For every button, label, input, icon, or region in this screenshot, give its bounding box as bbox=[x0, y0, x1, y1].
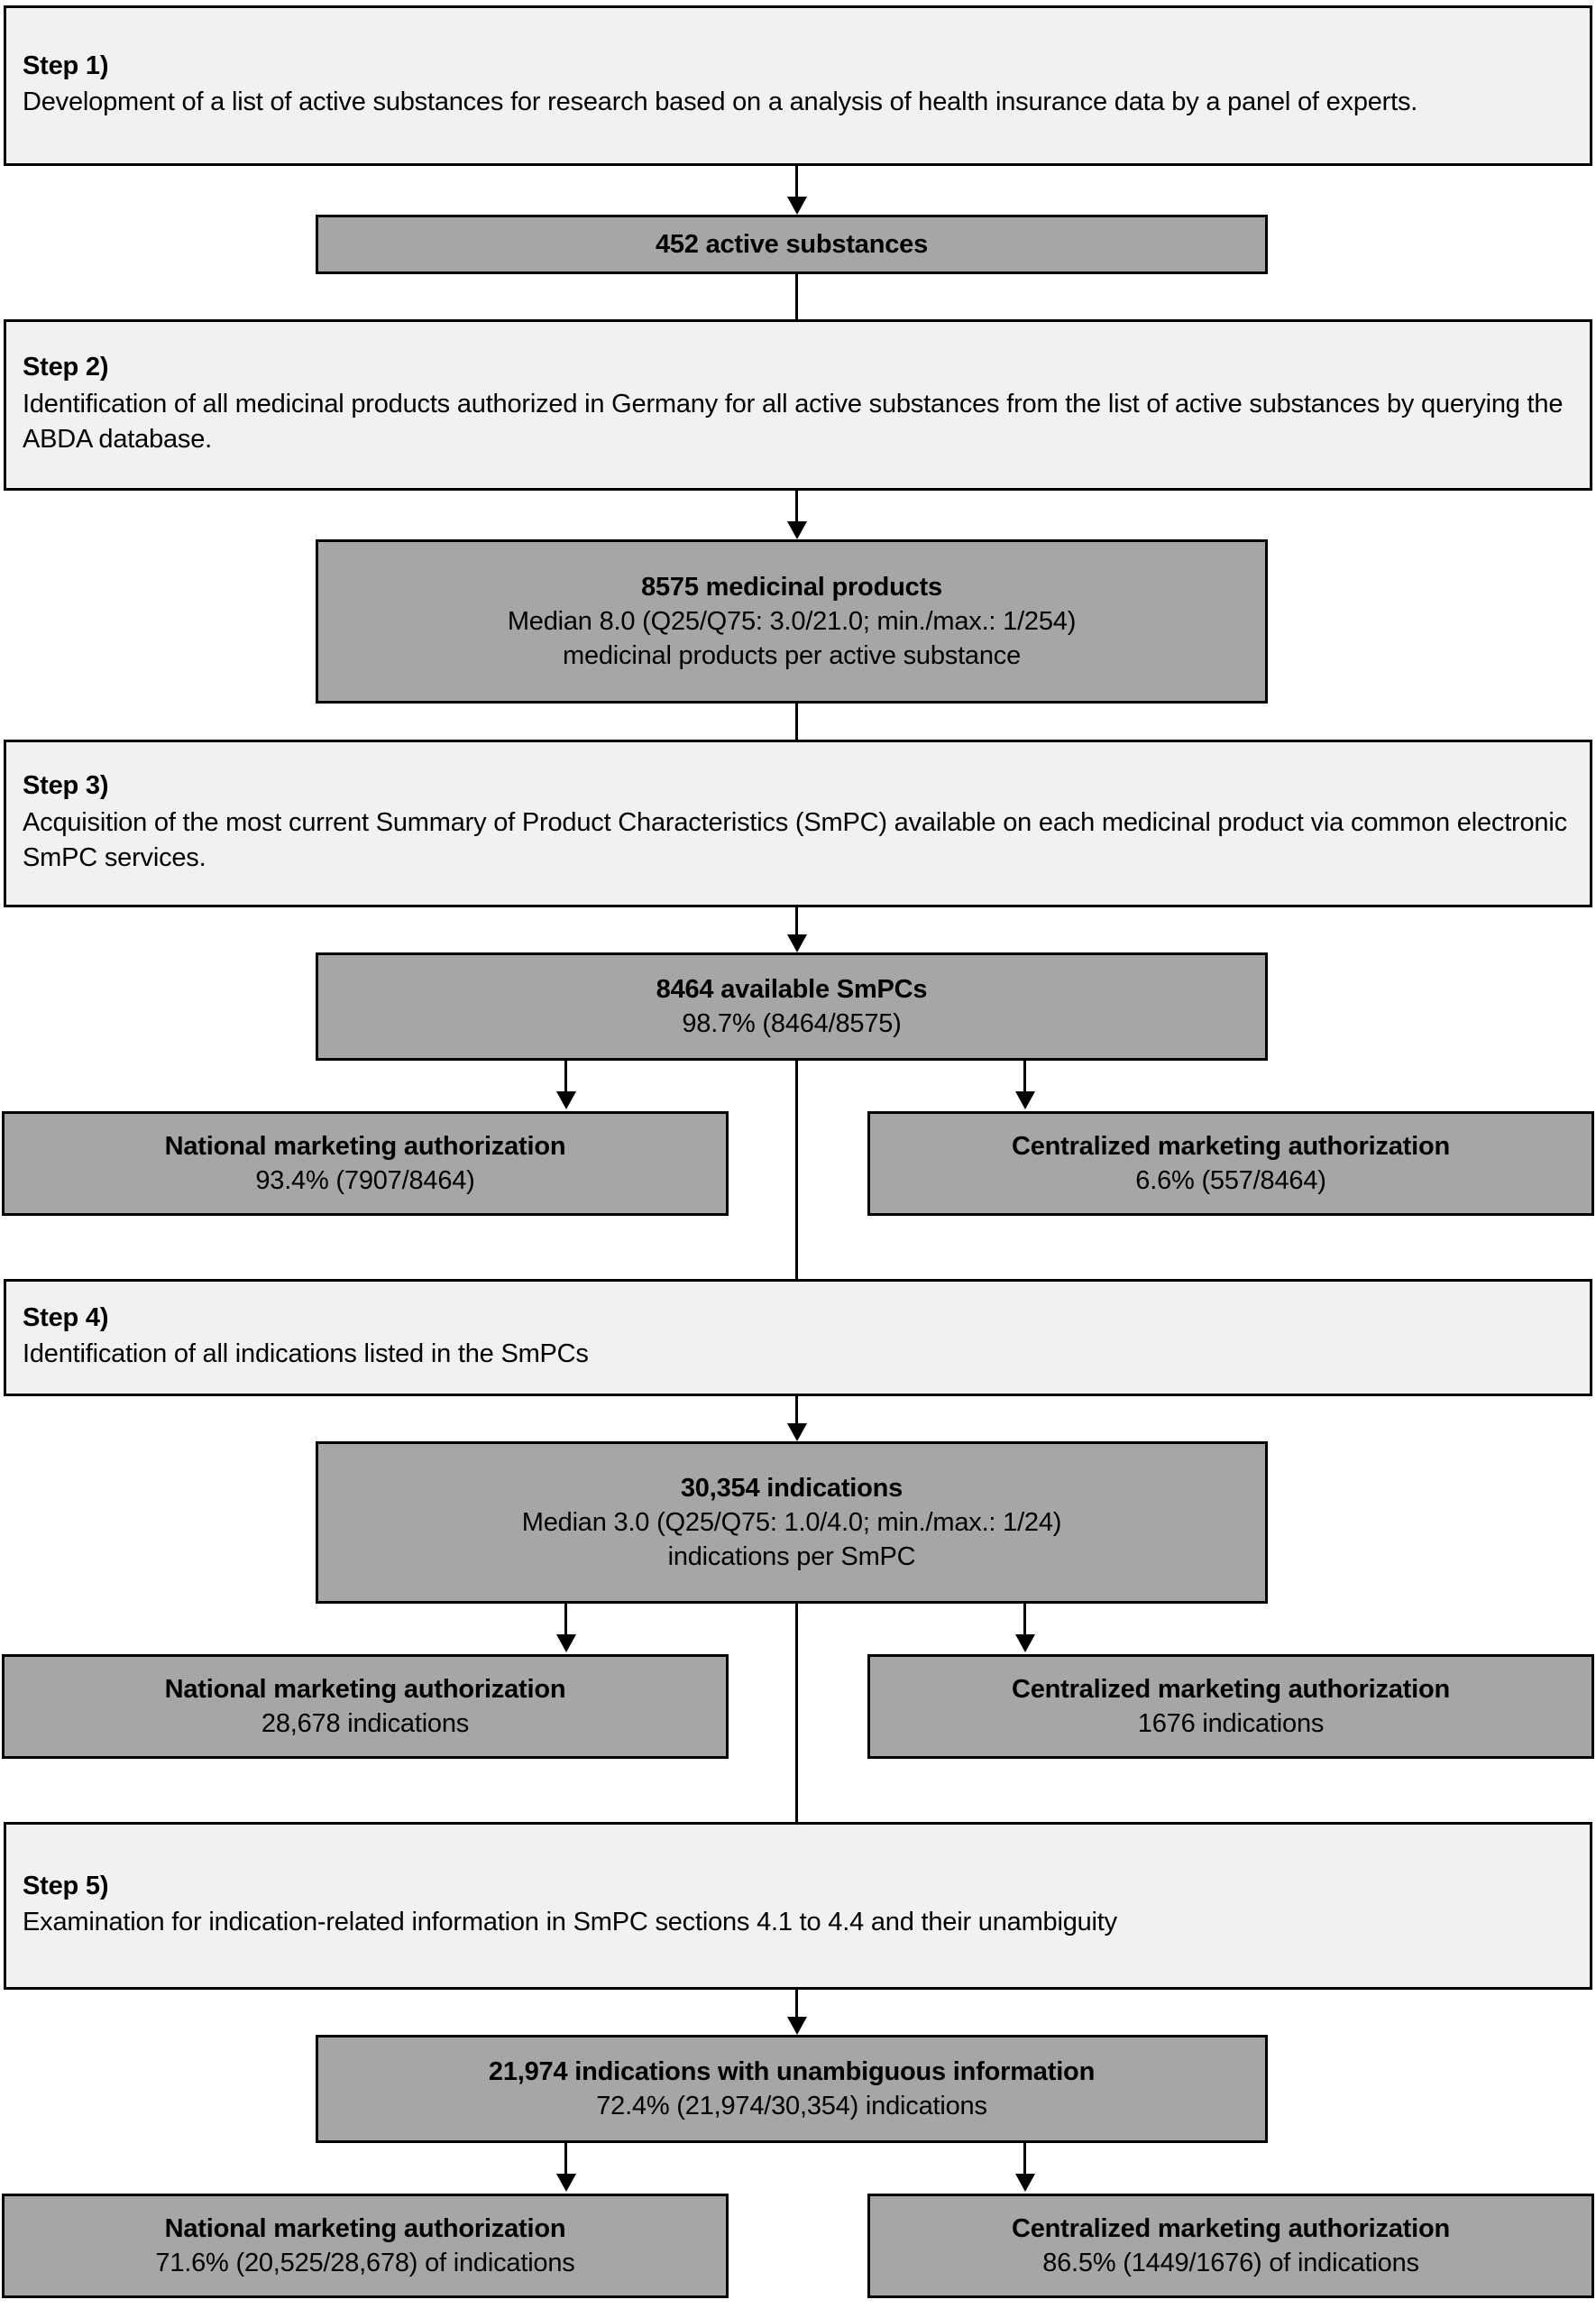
step-4-box: Step 4) Identification of all indication… bbox=[4, 1279, 1592, 1396]
result-medicinal-products-line-2: medicinal products per active substance bbox=[562, 641, 1022, 671]
result-medicinal-products-title: 8575 medicinal products bbox=[641, 572, 942, 602]
arrowhead-smpc-national bbox=[556, 1091, 576, 1109]
result-indications-line-1: Median 3.0 (Q25/Q75: 1.0/4.0; min./max.:… bbox=[521, 1507, 1062, 1537]
step-4-text: Identification of all indications listed… bbox=[23, 1339, 589, 1369]
connector-active-substances-to-step2 bbox=[795, 274, 798, 321]
connector-step5-to-unambiguous bbox=[795, 1990, 798, 2031]
result-ind-national-line-1: 28,678 indications bbox=[261, 1709, 470, 1738]
result-unamb-national-title: National marketing authorization bbox=[164, 2213, 566, 2243]
connector-indications-to-national bbox=[564, 1604, 567, 1642]
step-2-text: Identification of all medicinal products… bbox=[23, 389, 1564, 454]
connector-indications-to-centralized bbox=[1023, 1604, 1026, 1642]
arrowhead-medicinal-products bbox=[787, 521, 807, 539]
arrowhead-ind-national bbox=[556, 1634, 576, 1652]
result-active-substances-title: 452 active substances bbox=[655, 229, 929, 259]
connector-step1-to-active-substances bbox=[795, 166, 798, 209]
step-5-box: Step 5) Examination for indication-relat… bbox=[4, 1822, 1592, 1990]
result-available-smpcs-line-1: 98.7% (8464/8575) bbox=[682, 1009, 902, 1038]
connector-smpcs-to-centralized bbox=[1023, 1061, 1026, 1100]
result-smpc-national-box: National marketing authorization 93.4% (… bbox=[2, 1111, 729, 1216]
connector-step2-to-medicinal-products bbox=[795, 491, 798, 534]
step-3-box: Step 3) Acquisition of the most current … bbox=[4, 740, 1592, 907]
result-medicinal-products-line-1: Median 8.0 (Q25/Q75: 3.0/21.0; min./max.… bbox=[507, 606, 1077, 636]
result-smpc-centralized-line-1: 6.6% (557/8464) bbox=[1135, 1166, 1326, 1195]
step-5-text: Examination for indication-related infor… bbox=[23, 1908, 1117, 1937]
arrowhead-available-smpcs bbox=[787, 934, 807, 952]
result-active-substances-box: 452 active substances bbox=[316, 215, 1268, 274]
result-available-smpcs-box: 8464 available SmPCs 98.7% (8464/8575) bbox=[316, 952, 1268, 1061]
result-medicinal-products-box: 8575 medicinal products Median 8.0 (Q25/… bbox=[316, 539, 1268, 704]
result-unamb-national-box: National marketing authorization 71.6% (… bbox=[2, 2194, 729, 2298]
result-smpc-centralized-box: Centralized marketing authorization 6.6%… bbox=[867, 1111, 1594, 1216]
step-1-text: Development of a list of active substanc… bbox=[23, 87, 1418, 117]
result-unambiguous-box: 21,974 indications with unambiguous info… bbox=[316, 2035, 1268, 2143]
result-indications-line-2: indications per SmPC bbox=[667, 1542, 916, 1572]
connector-step3-to-available-smpcs bbox=[795, 907, 798, 947]
step-5-label: Step 5) bbox=[23, 1871, 109, 1900]
result-unambiguous-line-1: 72.4% (21,974/30,354) indications bbox=[596, 2092, 987, 2120]
connector-medicinal-products-to-step3 bbox=[795, 704, 798, 741]
arrowhead-unamb-national bbox=[556, 2174, 576, 2192]
step-4-label: Step 4) bbox=[23, 1302, 109, 1332]
result-ind-centralized-line-1: 1676 indications bbox=[1137, 1709, 1325, 1738]
connector-smpcs-to-step4 bbox=[795, 1061, 798, 1286]
result-ind-national-title: National marketing authorization bbox=[164, 1674, 566, 1704]
result-unamb-centralized-title: Centralized marketing authorization bbox=[1011, 2213, 1451, 2243]
result-unamb-centralized-line-1: 86.5% (1449/1676) of indications bbox=[1042, 2249, 1419, 2277]
arrowhead-indications bbox=[787, 1423, 807, 1441]
result-smpc-national-line-1: 93.4% (7907/8464) bbox=[255, 1166, 475, 1195]
result-smpc-centralized-title: Centralized marketing authorization bbox=[1011, 1131, 1451, 1161]
arrowhead-active-substances bbox=[787, 197, 807, 215]
step-3-text: Acquisition of the most current Summary … bbox=[23, 807, 1567, 872]
step-1-label: Step 1) bbox=[23, 51, 109, 80]
result-unambiguous-title: 21,974 indications with unambiguous info… bbox=[488, 2056, 1096, 2086]
step-2-box: Step 2) Identification of all medicinal … bbox=[4, 319, 1592, 491]
connector-unambiguous-to-centralized bbox=[1023, 2143, 1026, 2183]
arrowhead-smpc-centralized bbox=[1015, 1091, 1035, 1109]
arrowhead-unambiguous bbox=[787, 2017, 807, 2035]
step-2-label: Step 2) bbox=[23, 353, 109, 382]
result-ind-centralized-box: Centralized marketing authorization 1676… bbox=[867, 1654, 1594, 1759]
step-1-box: Step 1) Development of a list of active … bbox=[4, 5, 1592, 166]
result-unamb-national-line-1: 71.6% (20,525/28,678) of indications bbox=[155, 2249, 575, 2277]
connector-indications-to-step5 bbox=[795, 1604, 798, 1829]
result-unamb-centralized-box: Centralized marketing authorization 86.5… bbox=[867, 2194, 1594, 2298]
step-3-label: Step 3) bbox=[23, 771, 109, 801]
result-smpc-national-title: National marketing authorization bbox=[164, 1131, 566, 1161]
result-available-smpcs-title: 8464 available SmPCs bbox=[656, 974, 928, 1004]
connector-unambiguous-to-national bbox=[564, 2143, 567, 2183]
connector-smpcs-to-national bbox=[564, 1061, 567, 1100]
result-indications-box: 30,354 indications Median 3.0 (Q25/Q75: … bbox=[316, 1441, 1268, 1604]
result-ind-centralized-title: Centralized marketing authorization bbox=[1011, 1674, 1451, 1704]
arrowhead-unamb-centralized bbox=[1015, 2174, 1035, 2192]
arrowhead-ind-centralized bbox=[1015, 1634, 1035, 1652]
result-indications-title: 30,354 indications bbox=[680, 1473, 903, 1503]
connector-step4-to-indications bbox=[795, 1396, 798, 1438]
result-ind-national-box: National marketing authorization 28,678 … bbox=[2, 1654, 729, 1759]
